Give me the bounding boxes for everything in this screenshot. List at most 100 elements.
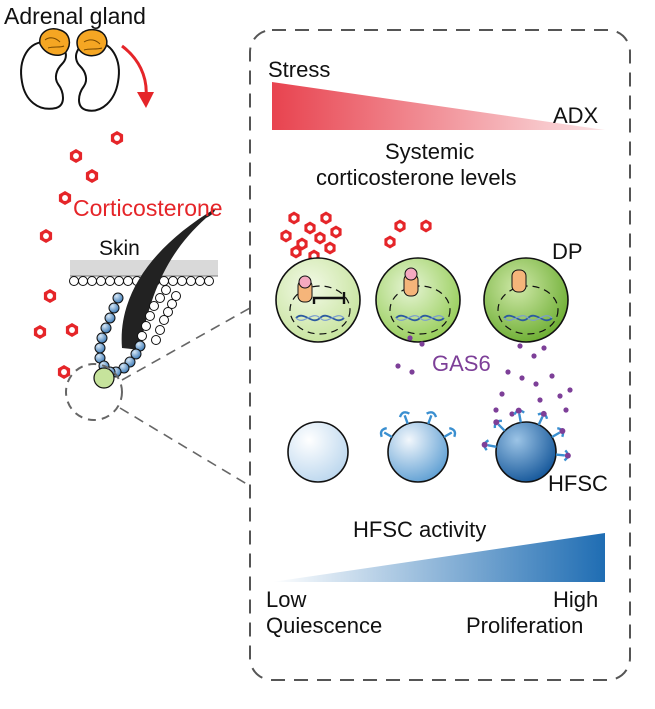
epidermis-cell — [87, 276, 97, 286]
hfsc-intermediate — [379, 411, 457, 483]
outer-sheath-cell — [141, 321, 151, 331]
hair-shaft-icon — [121, 208, 216, 350]
hfsc-activity-label: HFSC activity — [353, 517, 487, 542]
stress-gradient-triangle — [272, 82, 605, 130]
dp-cell-high-corticosterone — [275, 257, 361, 343]
corticosterone-molecules-panel — [280, 211, 432, 263]
gas6-dot — [541, 345, 547, 351]
corticosterone-hex-icon-center — [47, 293, 53, 299]
corticosterone-hex-icon-center — [61, 369, 67, 375]
skin-label: Skin — [99, 237, 140, 260]
gas6-bound-dot — [493, 419, 500, 426]
receptor-stalk — [487, 444, 497, 448]
gas6-dot — [419, 341, 425, 347]
kidney-left-icon — [20, 40, 67, 110]
hfsc-bead — [96, 332, 108, 344]
gas6-dot — [517, 343, 523, 349]
outer-sheath-cell — [159, 315, 169, 325]
outer-sheath-cell — [171, 291, 181, 301]
gas6-dot — [509, 411, 515, 417]
receptor-stalk — [427, 414, 433, 425]
corticosterone-hex-icon-center — [69, 327, 75, 333]
corticosterone-hex-icon-center — [387, 239, 393, 245]
receptor-stalk — [555, 453, 565, 457]
epidermis-cell — [69, 276, 79, 286]
epidermis-cell — [177, 276, 187, 286]
gas6-dot — [519, 375, 525, 381]
hfsc-bead — [112, 292, 124, 304]
high-label: High — [553, 587, 599, 612]
gas6-dot — [531, 353, 537, 359]
outer-sheath-cell — [155, 293, 165, 303]
gas6-dot — [533, 381, 539, 387]
gas6-dot — [537, 397, 543, 403]
zoom-line-bottom — [119, 407, 251, 487]
corticosterone-hex-icon-center — [73, 153, 79, 159]
epidermis-cell — [204, 276, 214, 286]
hfsc-proliferating — [481, 407, 571, 483]
gas6-dot — [395, 363, 401, 369]
quiescence-label: Quiescence — [266, 613, 383, 638]
outer-sheath-cell — [151, 335, 161, 345]
gas6-dot — [409, 369, 415, 375]
epidermis-cell — [114, 276, 124, 286]
outer-sheath-cell — [161, 285, 171, 295]
gas6-dot — [499, 391, 505, 397]
gas6-bound-dot — [564, 452, 571, 459]
corticosterone-hex-icon-center — [423, 223, 429, 229]
dp-label: DP — [552, 239, 583, 264]
receptor-stalk — [403, 414, 409, 425]
corticosterone-hex-icon-center — [323, 215, 329, 221]
epidermis-cell — [186, 276, 196, 286]
dp-cell-medium-corticosterone — [375, 257, 461, 343]
outer-sheath-cell — [163, 307, 173, 317]
gas6-dot — [549, 373, 555, 379]
gas6-dot — [505, 369, 511, 375]
corticosterone-hex-icon-center — [114, 135, 120, 141]
corticosterone-hex-icon-center — [327, 245, 333, 251]
receptor-stalk — [383, 431, 393, 439]
dermal-papilla-icon — [93, 367, 115, 389]
hfsc-label: HFSC — [548, 471, 608, 496]
gas6-bound-dot — [559, 428, 566, 434]
corticosterone-hex-icon-center — [283, 233, 289, 239]
receptor-stalk — [497, 423, 506, 432]
gas6-bound-dot — [540, 410, 547, 417]
zoom-panel-frame — [249, 29, 631, 681]
receptor-stalk — [518, 413, 522, 423]
epidermis-cell — [105, 276, 115, 286]
corticosterone-hex-icon-center — [299, 241, 305, 247]
epidermis-cell — [195, 276, 205, 286]
outer-sheath-cell — [149, 301, 159, 311]
receptor-cup — [379, 426, 387, 438]
epidermis-cell — [168, 276, 178, 286]
gas6-bound-dot — [481, 441, 488, 448]
corticosterone-hex-icon-center — [397, 223, 403, 229]
corticosterone-hex-icon-center — [291, 215, 297, 221]
receptor-cup — [398, 411, 410, 418]
hfsc-bead — [104, 312, 116, 324]
hfsc-activity-gradient-triangle — [272, 533, 605, 582]
corticosterone-hex-icon-center — [307, 225, 313, 231]
release-arrow-icon — [121, 44, 154, 108]
outer-sheath-cell — [145, 311, 155, 321]
receptor-stalk — [551, 431, 561, 439]
receptor-stalk — [443, 431, 453, 439]
hfsc-bead — [94, 342, 106, 354]
corticosterone-molecules-left — [33, 131, 124, 379]
follicle-zoom-circle — [65, 363, 123, 421]
corticosterone-hex-icon-center — [43, 233, 49, 239]
low-label: Low — [266, 587, 307, 612]
gas6-bound-dot — [515, 407, 522, 414]
gas6-dot — [567, 387, 573, 393]
gas6-dot — [493, 407, 499, 413]
corticosterone-hex-icon-center — [293, 249, 299, 255]
receptor-cup — [449, 426, 457, 438]
stress-label: Stress — [268, 57, 331, 82]
gas6-label: GAS6 — [432, 351, 491, 376]
epidermis-cell — [78, 276, 88, 286]
corticosterone-hex-icon-center — [62, 195, 68, 201]
corticosterone-hex-icon-center — [333, 229, 339, 235]
zoom-line-top — [121, 307, 251, 381]
